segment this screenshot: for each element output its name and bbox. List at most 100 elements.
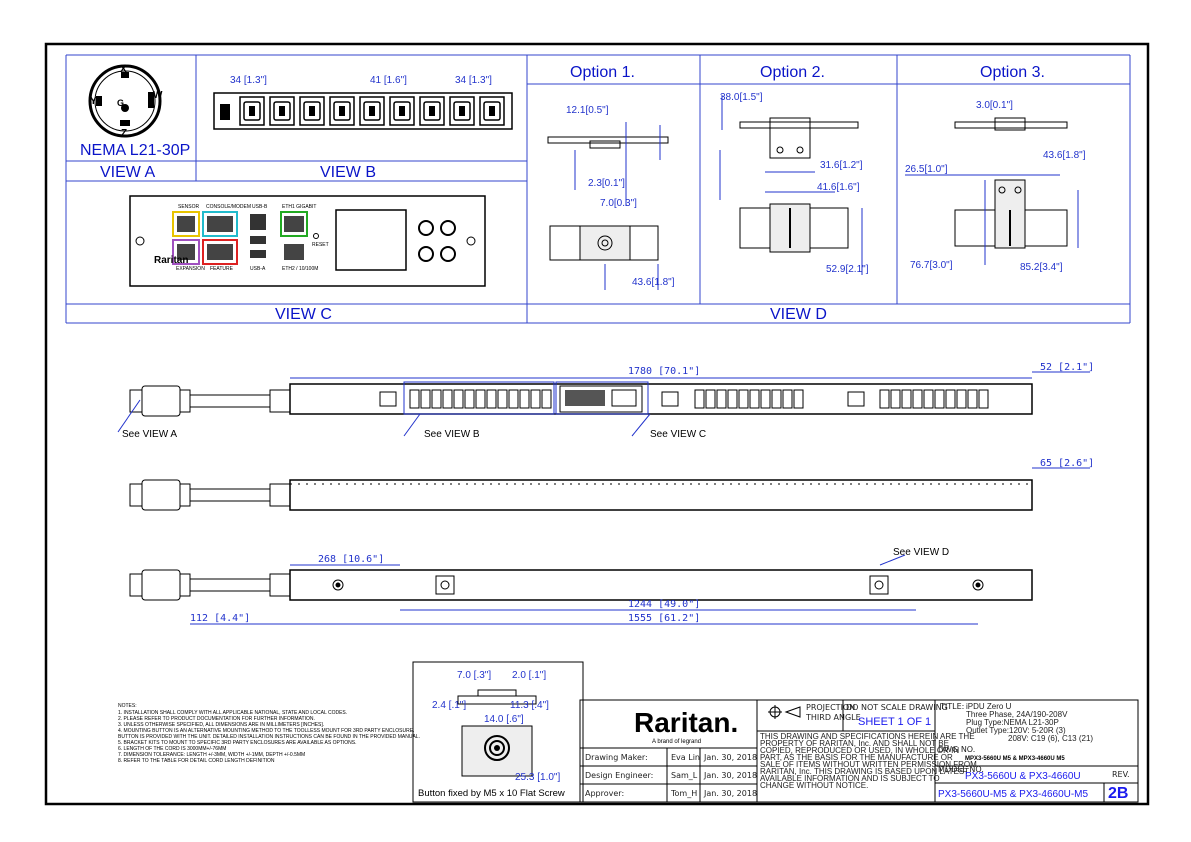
button-dim-1: 7.0 [.3"] (457, 670, 491, 681)
brand-line: A brand of legrand (652, 739, 701, 745)
view-a-label: VIEW A (100, 164, 155, 181)
outlet-icon (442, 389, 453, 409)
option-1-bracket (547, 122, 669, 290)
breaker-icon (220, 104, 230, 120)
signoff-date: Jan. 30, 2018 (703, 771, 757, 780)
outlet-icon (239, 96, 265, 126)
notes: NOTES: 1. INSTALLATION SHALL COMPLY WITH… (118, 703, 420, 764)
disclaimer-line: PART, AS THE BASIS FOR THE MANUFACTURE O… (760, 753, 953, 762)
outlet-icon (359, 96, 385, 126)
title-line: Outlet Type:120V: 5-20R (3) (966, 726, 1066, 735)
see-view-c: See VIEW C (650, 429, 706, 440)
outlet-icon (901, 389, 912, 409)
outlet-icon (409, 389, 420, 409)
breaker-icon (661, 391, 679, 407)
outlet-icon (299, 96, 325, 126)
disclaimer-line: AVAILABLE INFORMATION AND IS SUBJECT TO (760, 774, 940, 783)
mounting-button-detail: 7.0 [.3"] 2.0 [.1"] 2.4 [.1"] 11.3 [.4"]… (412, 661, 584, 803)
note-line: 2. PLEASE REFER TO PRODUCT DOCUMENTATION… (118, 716, 315, 722)
title-label: TITLE: (939, 702, 964, 711)
dwg-label: DWG NO. (938, 745, 975, 754)
outlet-icon (727, 389, 738, 409)
note-line: 8. REFER TO THE TABLE FOR DETAIL CORD LE… (118, 758, 275, 764)
outlet-icon (389, 96, 415, 126)
outlet-icon (945, 389, 956, 409)
disclaimer-line: THIS DRAWING AND SPECIFICATIONS HEREIN A… (760, 732, 975, 741)
outlet-icon (486, 389, 497, 409)
outlet-icon (749, 389, 760, 409)
opt2-dim-4: 52.9[2.1"] (826, 264, 869, 275)
opt1-dim-4: 43.6[1.8"] (632, 277, 675, 288)
rear-dim-1555: 1555 [61.2"] (628, 613, 700, 624)
title-line: Three Phase, 24A/190-208V (966, 710, 1068, 719)
projection-label: PROJECTION (806, 703, 855, 712)
signoff-date: Jan. 30, 2018 (703, 753, 757, 762)
outlet-icon (508, 389, 519, 409)
rear-dim-112: 112 [4.4"] (190, 613, 250, 624)
view-c-controller: Raritan SENSOR CONSOLE/MODEM USB-B ETH1 … (129, 195, 486, 287)
outlet-icon (782, 389, 793, 409)
title-line: Plug Type:NEMA L21-30P (966, 718, 1059, 727)
button-dim-3: 2.4 [.1"] (432, 700, 466, 711)
outlet-icon (464, 389, 475, 409)
port-feature: FEATURE (210, 266, 234, 272)
outlet-icon (923, 389, 934, 409)
outlet-icon (541, 389, 552, 409)
view-a-plug: X Y G W Z (88, 64, 163, 139)
notes-title: NOTES: (118, 703, 137, 709)
opt1-dim-2: 2.3[0.1"] (588, 178, 625, 189)
outlet-icon (497, 389, 508, 409)
outlet-icon (694, 389, 705, 409)
outlet-icon (453, 389, 464, 409)
opt3-dim-5: 85.2[3.4"] (1020, 262, 1063, 273)
pdu-depth-dim: 65 [2.6"] (1040, 458, 1094, 469)
outlet-icon (978, 389, 989, 409)
outlet-icon (912, 389, 923, 409)
button-caption: Button fixed by M5 x 10 Flat Screw (418, 788, 565, 799)
outlet-icon (530, 389, 541, 409)
option-2-bracket (719, 95, 863, 275)
dwg-number: MPX3-5660U M5 & MPX3-4660U M5 (965, 756, 1065, 762)
button-dim-6: 25.3 [1.0"] (515, 772, 560, 783)
rev-value: 2B (1108, 785, 1128, 802)
breaker-icon (847, 391, 865, 407)
view-b-label: VIEW B (320, 164, 376, 181)
disclaimer-line: CHANGE WITHOUT NOTICE. (760, 781, 868, 790)
view-d-label: VIEW D (770, 306, 827, 323)
outlet-icon (760, 389, 771, 409)
option-1-header: Option 1. (570, 64, 635, 81)
view-b-dim-2: 41 [1.6"] (370, 75, 407, 86)
signoff-name: Tom_H (670, 789, 697, 798)
note-line: BUTTON IS PROVIDED WITH THE UNIT. DETAIL… (118, 734, 420, 740)
top-view-grid (65, 54, 1131, 324)
port-reset: RESET (312, 242, 329, 248)
port-expansion: EXPANSION (176, 266, 205, 272)
outlet-icon (269, 96, 295, 126)
outlet-icon (329, 96, 355, 126)
button-dim-4: 11.3 [.4"] (510, 700, 549, 711)
outlet-icon (449, 96, 475, 126)
plug-name: NEMA L21-30P (80, 142, 190, 159)
pin-y-label: Y (90, 96, 97, 107)
pin-w-label: W (153, 90, 163, 101)
third-angle-label: THIRD ANGLE (805, 713, 861, 722)
pdu-rear-view (129, 554, 1033, 625)
outlet-icon (967, 389, 978, 409)
signoff-role: Drawing Maker: (585, 753, 648, 762)
model-number-2: PX3-5660U-M5 & PX3-4660U-M5 (938, 789, 1089, 800)
opt3-dim-2: 26.5[1.0"] (905, 164, 948, 175)
note-line: 6. LENGTH OF THE CORD IS 3000MM+/-76MM (118, 746, 226, 752)
disclaimer-line: SALE OF ITEMS WITHOUT WRITTEN PERMISSION… (760, 760, 977, 769)
opt3-dim-4: 76.7[3.0"] (910, 260, 953, 271)
signoff-date: Jan. 30, 2018 (703, 789, 757, 798)
option-3-header: Option 3. (980, 64, 1045, 81)
port-console: CONSOLE/MODEM (206, 204, 251, 210)
note-line: 4. MOUNTING BUTTON IS AN ALTERNATIVE MOU… (118, 728, 414, 734)
outlet-icon (879, 389, 890, 409)
pin-x-label: X (120, 64, 127, 75)
opt1-dim-3: 7.0[0.3"] (600, 198, 637, 209)
pin-z-label: Z (121, 128, 127, 139)
opt3-dim-3: 43.6[1.8"] (1043, 150, 1086, 161)
rear-dim-268: 268 [10.6"] (318, 554, 384, 565)
